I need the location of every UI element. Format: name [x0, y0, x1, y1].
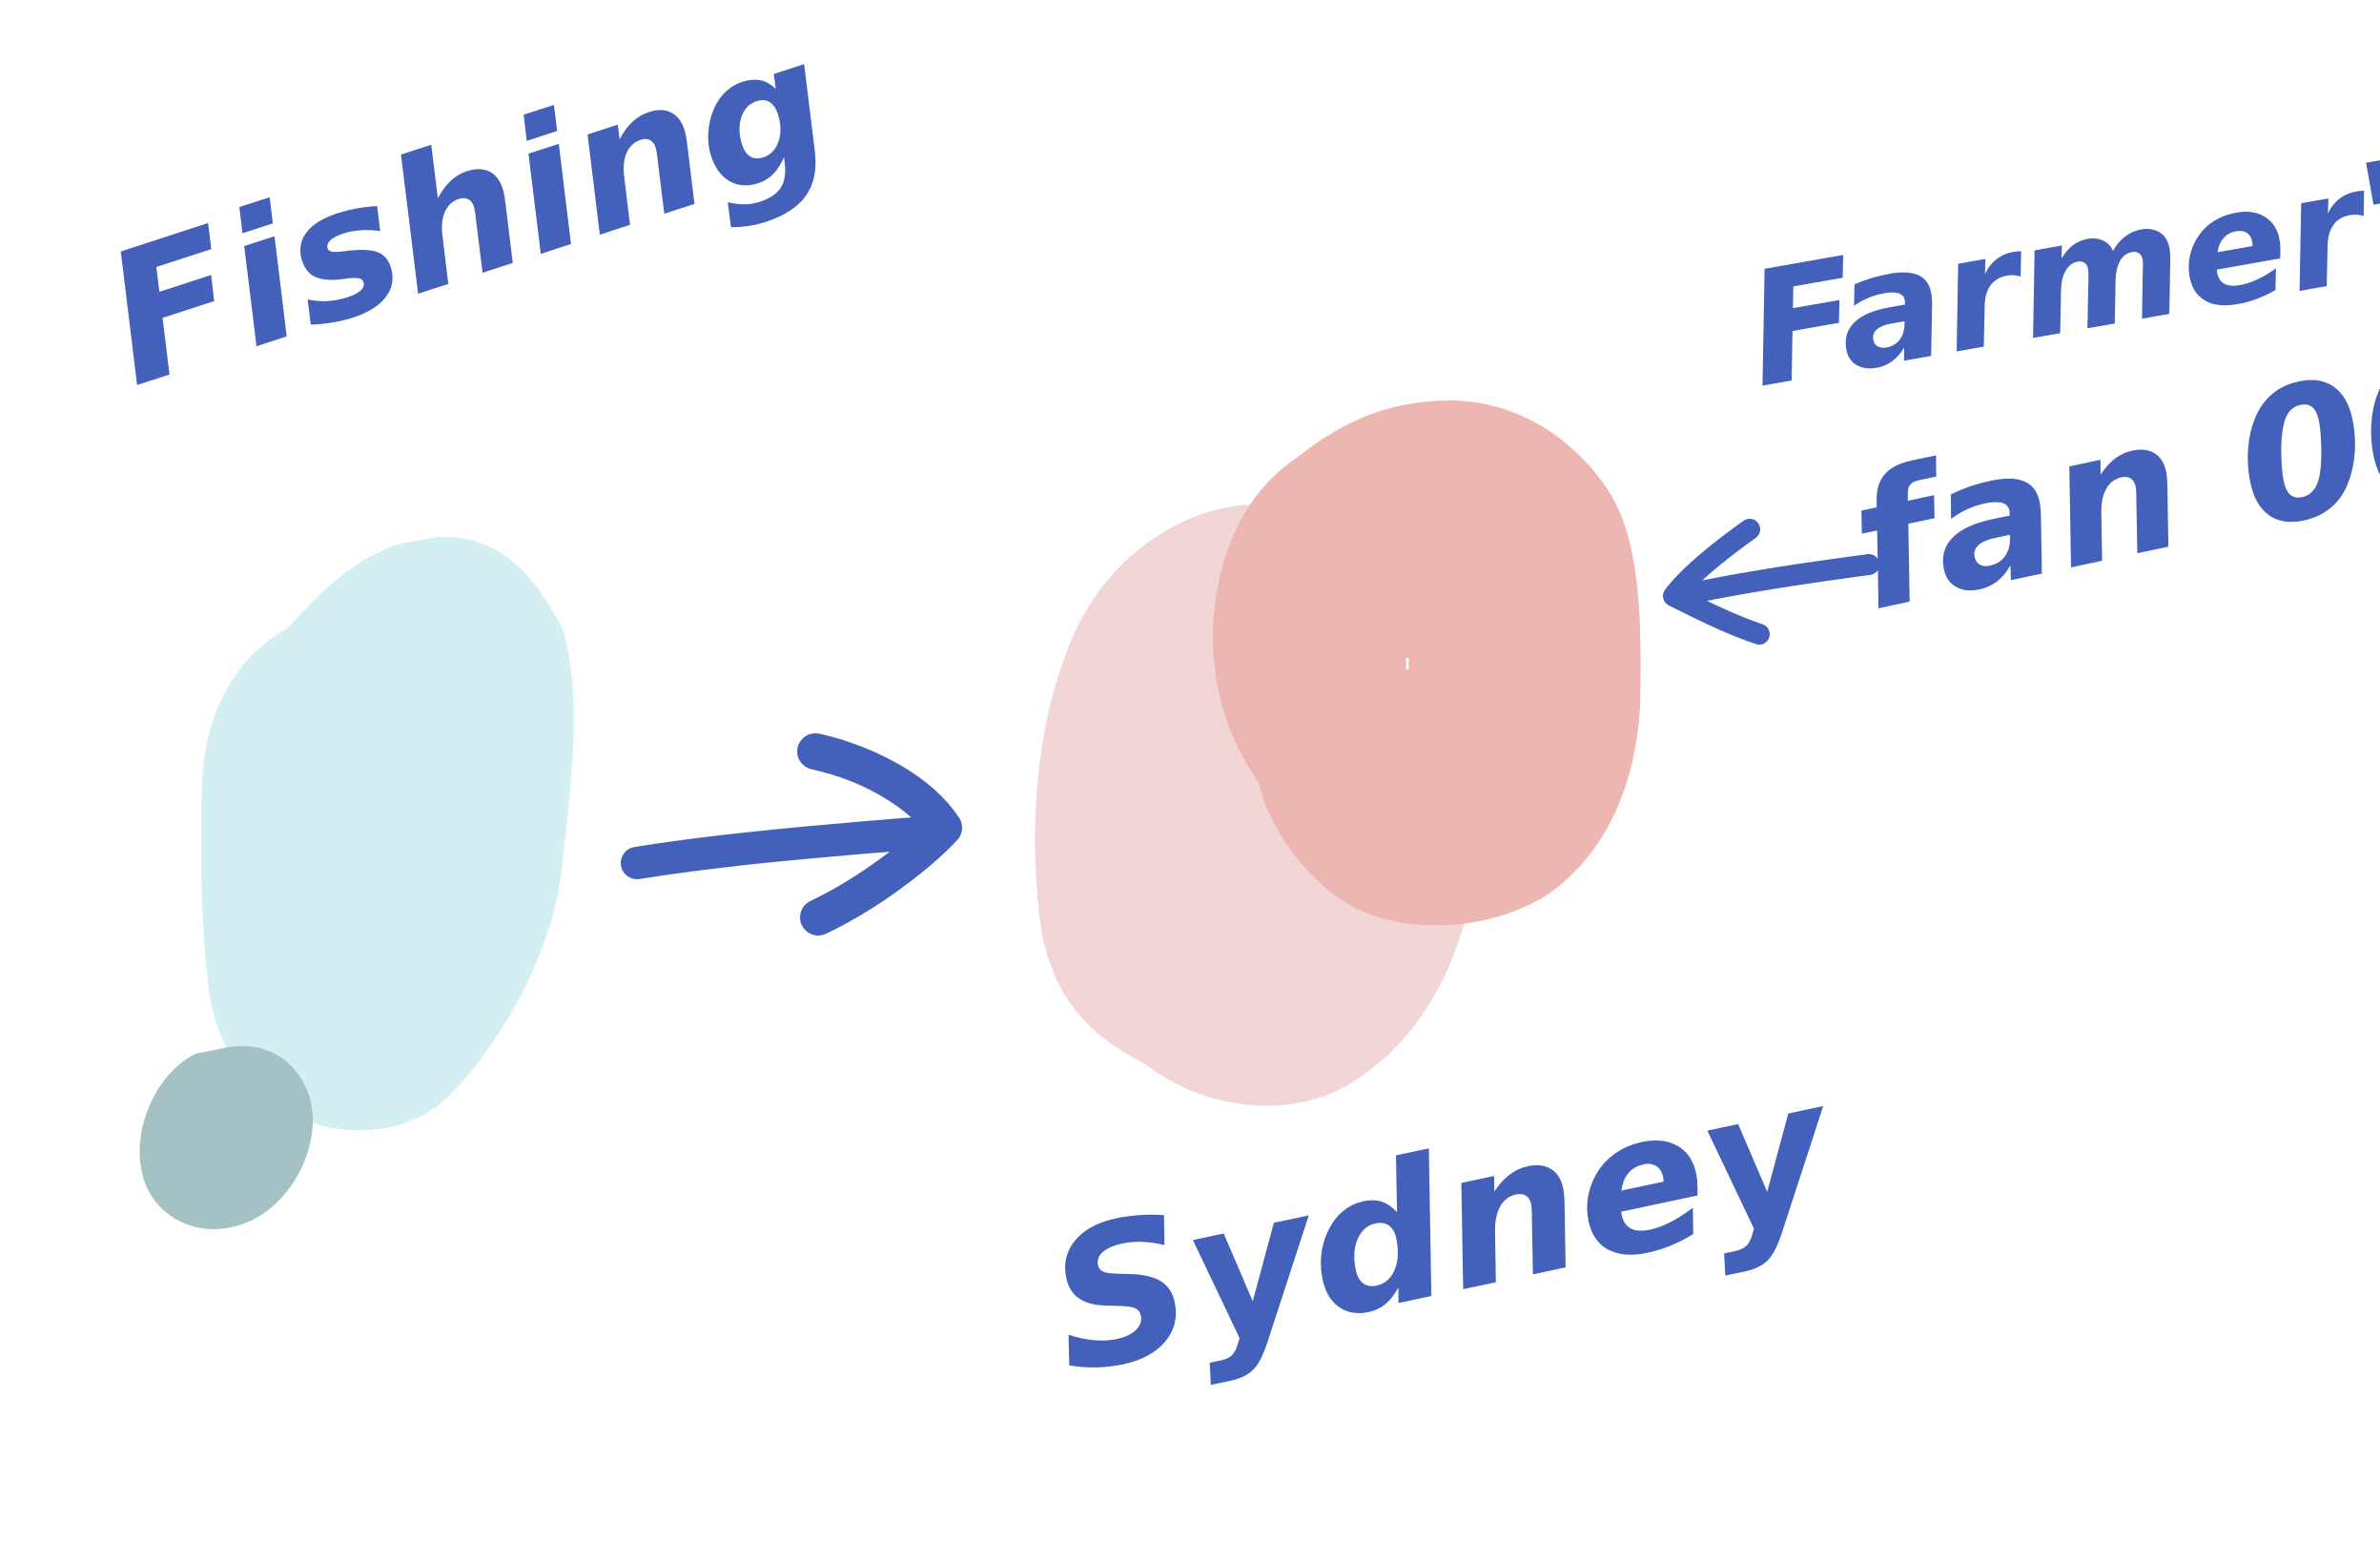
arrow-right-shaft [621, 815, 955, 879]
fishing-small-blob [139, 1045, 314, 1229]
arrow-right-head [797, 733, 962, 936]
arrow-right-icon [621, 733, 962, 936]
arrow-left-shaft [1668, 554, 1879, 607]
label-fishing: Fishing [82, 0, 854, 427]
fishing-blob [200, 536, 574, 1131]
label-sydney: Sydney [1032, 1036, 1856, 1418]
arrow-left-head [1663, 519, 1770, 645]
fishing-blob-group [139, 536, 574, 1229]
farmers-blob [1212, 401, 1641, 926]
sydney-blob-group [1035, 401, 1641, 1106]
arrow-left-icon [1663, 519, 1879, 645]
